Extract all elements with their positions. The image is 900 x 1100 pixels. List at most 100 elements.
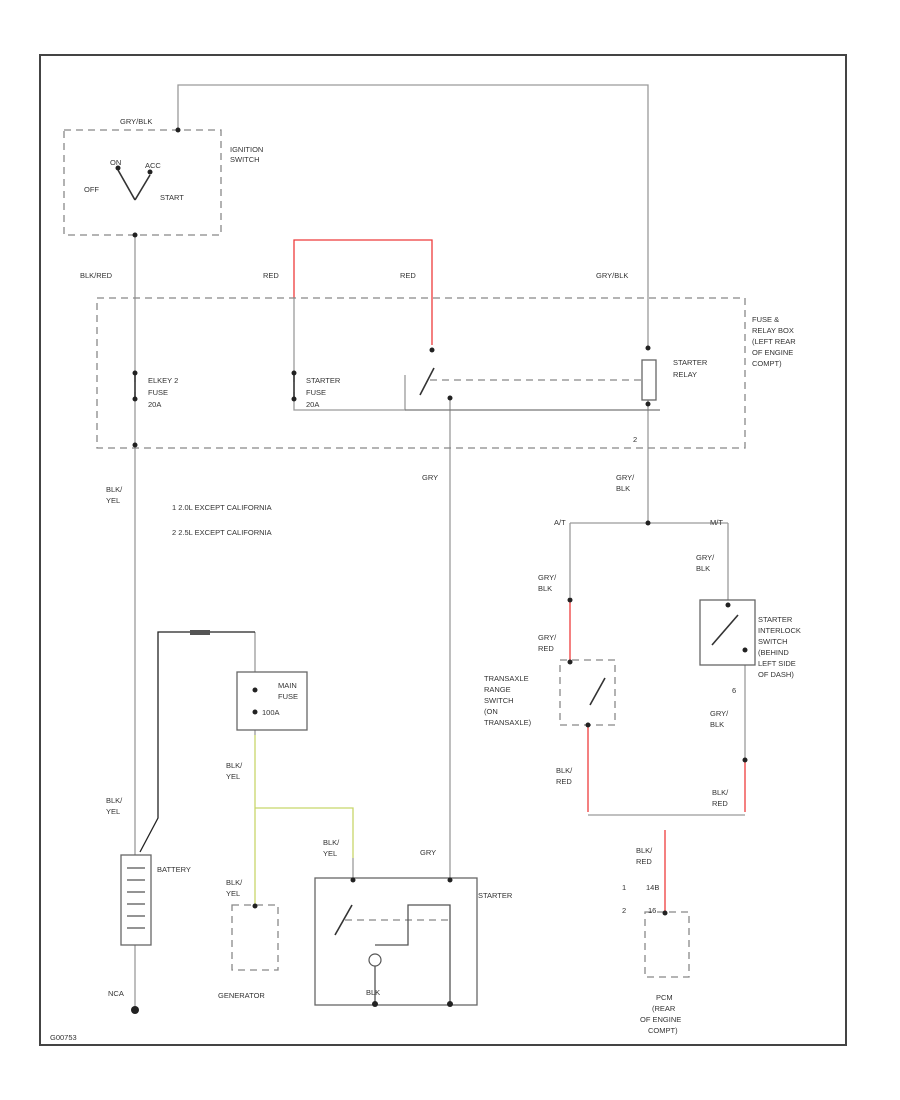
- yellow-wires: [254, 735, 354, 905]
- ignition-switch-blade-2: [134, 174, 151, 201]
- starter-relay: [419, 345, 657, 407]
- label-fuse-elect-1: ELKEY 2: [148, 376, 178, 385]
- fuse-relay-box-outline: [96, 297, 746, 449]
- label-fusebox-1: FUSE &: [752, 315, 779, 324]
- label-pcm-2: (REAR: [652, 1004, 676, 1013]
- label-blk-yel-fuse-2: YEL: [226, 772, 240, 781]
- label-transaxle-3: SWITCH: [484, 696, 514, 705]
- battery-cells: [127, 867, 145, 929]
- interlock-switch-blade: [711, 614, 739, 646]
- label-relay-2: RELAY: [673, 370, 697, 379]
- relay-coil: [641, 359, 657, 401]
- label-fuse-starter-1: STARTER: [306, 376, 341, 385]
- branch-node: [645, 520, 651, 526]
- label-ign-off: OFF: [84, 185, 99, 194]
- diagram-frame: [39, 54, 847, 1046]
- fuse-starter-node-2: [291, 396, 297, 402]
- label-red-1: RED: [263, 271, 279, 280]
- interlock-switch-box: [699, 599, 756, 666]
- note-2: 2 2.5L EXCEPT CALIFORNIA: [172, 528, 272, 537]
- label-ground: NCA: [108, 989, 124, 998]
- label-pcm-pin-14b: 14B: [646, 883, 659, 892]
- label-gry-blk-mt-mid-1: GRY/: [710, 709, 729, 718]
- label-gry-red-at-1: GRY/: [538, 633, 557, 642]
- label-blk-yel-starter-1: BLK/: [323, 838, 340, 847]
- label-transaxle-4: (ON: [484, 707, 498, 716]
- label-gry-blk-top: GRY/BLK: [596, 271, 628, 280]
- label-ign-name-1: IGNITION: [230, 145, 263, 154]
- transaxle-node-out: [585, 722, 591, 728]
- label-fusebox-2: RELAY BOX: [752, 326, 794, 335]
- label-transaxle-1: TRANSAXLE: [484, 674, 529, 683]
- battery-body: [120, 854, 152, 946]
- label-blk-red: BLK/RED: [80, 271, 113, 280]
- ignition-node-2: [147, 169, 153, 175]
- pcm-box: [644, 911, 690, 978]
- label-fusebox-5: COMPT): [752, 359, 782, 368]
- label-gry-blk-at-2: BLK: [538, 584, 552, 593]
- wire-red-top: [293, 239, 433, 345]
- starter-node-4: [447, 1001, 453, 1007]
- pcm-node: [662, 910, 668, 916]
- interlock-node-mid: [742, 757, 748, 763]
- label-interlock-4: (BEHIND: [758, 648, 789, 657]
- label-fusebox-3: (LEFT REAR: [752, 337, 796, 346]
- label-blk-yel-fuse-1: BLK/: [226, 761, 243, 770]
- label-gry-blk-mt-2: BLK: [696, 564, 710, 573]
- relay-contact-node: [429, 347, 435, 353]
- label-interlock-6: OF DASH): [758, 670, 794, 679]
- label-blk-yel-gen-2: YEL: [226, 889, 240, 898]
- label-ign-pos2: ACC: [145, 161, 161, 170]
- label-fuse-starter-2: FUSE: [306, 388, 326, 397]
- label-main-fuse-rating: 100A: [262, 708, 280, 717]
- label-pcm-1: PCM: [656, 993, 673, 1002]
- label-blk-yel-batt-2: YEL: [106, 807, 120, 816]
- figure-id: G00753: [50, 1033, 77, 1042]
- label-blk-yel-gen-1: BLK/: [226, 878, 243, 887]
- label-transaxle-5: TRANSAXLE): [484, 718, 532, 727]
- label-blk: BLK: [366, 988, 380, 997]
- generator-box: [231, 904, 279, 971]
- label-pcm-3: OF ENGINE: [640, 1015, 681, 1024]
- starter-box: [314, 877, 478, 1006]
- label-red-2: RED: [400, 271, 416, 280]
- label-relay-pin: 2: [633, 435, 637, 444]
- red-wires: [293, 239, 746, 912]
- starter-node-2: [447, 877, 453, 883]
- label-blk-red-at-1: BLK/: [556, 766, 573, 775]
- ignition-node-top: [175, 127, 181, 133]
- label-ign-start: START: [160, 193, 184, 202]
- label-fuse-elect-2: FUSE: [148, 388, 168, 397]
- main-fuse-box: [236, 671, 308, 731]
- label-fusebox-4: OF ENGINE: [752, 348, 793, 357]
- fuse-elect-node-2: [132, 396, 138, 402]
- fuse-elect-node: [132, 370, 138, 376]
- label-blk-yel-batt-1: BLK/: [106, 796, 123, 805]
- starter-node-1: [350, 877, 356, 883]
- wire-gry-blk-top: [177, 84, 649, 348]
- label-branch-mt: M/T: [710, 518, 723, 527]
- wire-blk-yel-starter: [255, 807, 354, 858]
- label-generator: GENERATOR: [218, 991, 265, 1000]
- label-blk-red-mt-1: BLK/: [712, 788, 729, 797]
- transaxle-node-top: [567, 597, 573, 603]
- main-fuse-node-bottom: [252, 709, 258, 715]
- ignition-switch: [63, 127, 222, 238]
- ignition-node-1: [115, 165, 121, 171]
- interlock-node-out: [742, 647, 748, 653]
- interlock-node-top: [725, 602, 731, 608]
- label-gry-blk-mt-1: GRY/: [696, 553, 715, 562]
- label-transaxle-2: RANGE: [484, 685, 511, 694]
- generator-node: [252, 903, 258, 909]
- fuse-elect-node-3: [132, 442, 138, 448]
- label-blk-red-pcm-1: BLK/: [636, 846, 653, 855]
- label-gry-blk-relay-2: BLK: [616, 484, 630, 493]
- gray-wires: [134, 84, 746, 1010]
- note-1: 1 2.0L EXCEPT CALIFORNIA: [172, 503, 272, 512]
- wire-splice: [190, 630, 210, 635]
- main-fuse: [236, 671, 308, 731]
- label-pcm-pin-2: 2: [622, 906, 626, 915]
- label-gry: GRY: [422, 473, 438, 482]
- label-gry-blk-relay-1: GRY/: [616, 473, 635, 482]
